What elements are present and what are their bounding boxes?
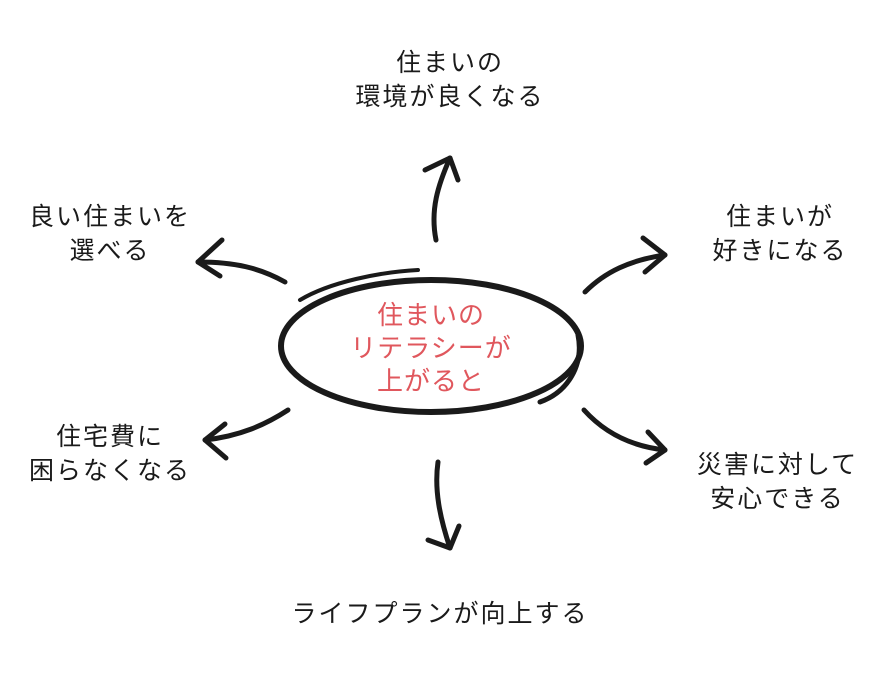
outcome-bottom: ライフプランが向上する: [260, 597, 620, 631]
outcome-top-line-2: 環境が良くなる: [355, 82, 545, 111]
outcome-lower-right: 災害に対して 安心できる: [680, 448, 875, 516]
center-ellipse: [278, 268, 584, 415]
center-label: 住まいの リテラシーが 上がると: [331, 300, 531, 399]
outcome-lower-left-line-1: 住宅費に: [55, 422, 164, 451]
arrow-bottom: [425, 459, 462, 551]
center-line-1: 住まいの: [376, 301, 485, 331]
outcome-upper-left-line-2: 選べる: [69, 236, 151, 265]
arrow-upper-left: [195, 237, 288, 285]
outcome-top: 住まいの 環境が良くなる: [330, 46, 570, 114]
arrow-lower-left: [202, 407, 291, 461]
outcome-upper-right-line-1: 住まいが: [725, 202, 834, 231]
outcome-upper-left-line-1: 良い住まいを: [28, 202, 191, 231]
arrow-upper-right: [582, 235, 668, 295]
outcome-lower-right-line-1: 災害に対して: [696, 450, 859, 479]
center-line-2: リテラシーが: [350, 334, 512, 364]
outcome-upper-left: 良い住まいを 選べる: [10, 200, 210, 268]
outcome-lower-left: 住宅費に 困らなくなる: [10, 420, 210, 488]
center-line-3: 上がると: [376, 367, 485, 397]
outcome-bottom-line-1: ライフプランが向上する: [291, 599, 589, 628]
outcome-top-line-1: 住まいの: [395, 48, 504, 77]
outcome-lower-right-line-2: 安心できる: [710, 484, 845, 513]
outcome-upper-right: 住まいが 好きになる: [690, 200, 870, 268]
arrow-top: [422, 155, 461, 243]
outcome-upper-right-line-2: 好きになる: [712, 236, 848, 265]
arrow-lower-right: [581, 407, 668, 466]
outcome-lower-left-line-2: 困らなくなる: [28, 456, 191, 485]
